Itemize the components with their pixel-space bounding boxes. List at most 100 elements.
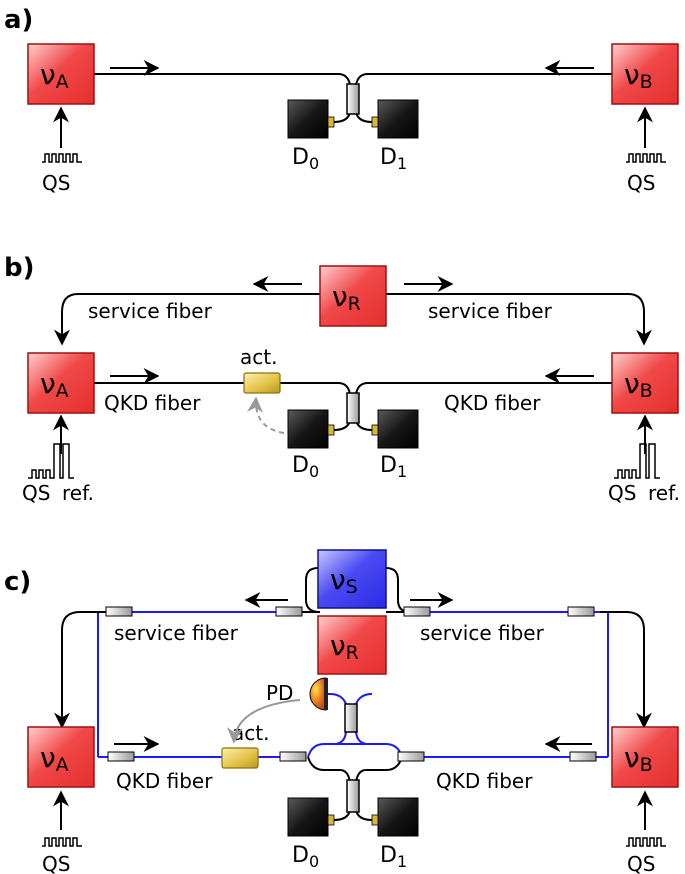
qkd-fiber-b-right-label: QKD fiber <box>444 391 541 415</box>
photodiode-base <box>324 678 328 710</box>
detector-c-d0-label: D0 <box>292 843 319 871</box>
connector-c-7 <box>397 751 425 762</box>
feedback-arrow-c <box>226 699 301 744</box>
laser-b-alice-label: νA <box>40 367 69 402</box>
blue-fiber-c-pd <box>326 693 347 705</box>
qs-b-left: QS <box>22 481 50 505</box>
coupler-c-pd <box>344 703 358 733</box>
coupler-b <box>346 392 360 424</box>
laser-c-reference <box>317 615 387 675</box>
ref-b-left: ref. <box>62 481 94 505</box>
coupler-c-detectors <box>346 779 360 813</box>
detector-a-d0-window <box>327 116 335 128</box>
qs-c-right: QS <box>627 852 655 874</box>
laser-b-reference-label: νR <box>332 280 361 315</box>
blue-fiber-c-interferometer <box>307 743 403 758</box>
service-fiber-c-right <box>600 611 652 729</box>
actuator-b-label: act. <box>240 345 277 369</box>
panel-a: a) νA νB D0 D1 QS QS <box>4 5 679 195</box>
laser-c-stabilization-label: νS <box>330 563 358 598</box>
detector-c-d0-window <box>327 814 335 826</box>
qkd-fiber-b-left-label: QKD fiber <box>104 391 201 415</box>
detector-c-d0 <box>287 797 329 837</box>
laser-a-bob <box>611 43 679 105</box>
panel-b: b) service fiber service fiber νR QKD fi… <box>4 253 680 505</box>
fiber-c-to-coupler-left <box>307 756 351 783</box>
service-fiber-b-right-label: service fiber <box>428 299 553 323</box>
connector-c-1 <box>105 606 133 617</box>
detector-c-d1-window <box>371 814 379 826</box>
qkd-fiber-b-right <box>355 382 612 395</box>
connector-c-2 <box>275 606 303 617</box>
laser-b-bob <box>611 352 679 414</box>
qkd-fiber-c-right-label: QKD fiber <box>436 769 533 793</box>
pulse-train-b-left-icon <box>28 443 74 479</box>
detector-b-d1-window <box>371 424 379 436</box>
qs-c-left: QS <box>42 852 70 874</box>
qs-a-right: QS <box>627 171 655 195</box>
actuator-c <box>221 747 259 769</box>
laser-c-reference-label: νR <box>330 629 359 664</box>
laser-a-alice <box>27 43 95 105</box>
detector-c-d1 <box>377 797 419 837</box>
detector-a-d0-label: D0 <box>292 145 319 173</box>
laser-c-alice-label: νA <box>40 741 69 776</box>
laser-c-bob-label: νB <box>624 741 653 776</box>
fiber-a-left <box>94 73 351 86</box>
fiber-a-right <box>355 73 612 86</box>
coupler-a <box>346 83 360 115</box>
laser-c-alice <box>27 726 95 788</box>
panel-a-label: a) <box>4 5 33 35</box>
ref-b-right: ref. <box>648 481 680 505</box>
service-fiber-c-right-label: service fiber <box>420 621 545 645</box>
connector-c-8 <box>569 751 597 762</box>
pulse-train-b-right-icon <box>614 443 660 479</box>
pulse-train-a-left-icon <box>42 153 82 163</box>
qkd-fiber-b-left-b <box>280 382 351 395</box>
laser-a-alice-label: νA <box>40 58 69 93</box>
blue-fiber-c-pd-end <box>355 693 373 705</box>
actuator-b <box>243 372 281 394</box>
panel-c: c) <box>4 549 679 874</box>
laser-c-stabilization <box>317 549 387 609</box>
detector-b-d0-window <box>327 424 335 436</box>
service-fiber-c-left-label: service fiber <box>114 621 239 645</box>
fiber-c-to-coupler-right <box>355 756 403 783</box>
detector-c-d1-label: D1 <box>380 843 407 871</box>
service-fiber-b-right <box>386 293 652 346</box>
detector-a-d1-label: D1 <box>380 145 407 173</box>
connector-c-4 <box>567 606 595 617</box>
laser-a-bob-label: νB <box>624 58 653 93</box>
detector-b-d0-label: D0 <box>292 453 319 481</box>
qs-b-right: QS <box>608 481 636 505</box>
detector-b-d0 <box>287 409 329 449</box>
detector-a-d0 <box>287 99 329 139</box>
fiber-c-s-right <box>385 567 411 613</box>
pulse-train-c-right-icon <box>626 837 666 847</box>
pulse-train-c-left-icon <box>42 837 82 847</box>
detector-a-d1 <box>377 99 419 139</box>
detector-b-d1 <box>377 409 419 449</box>
photodiode-icon <box>309 677 327 711</box>
detector-b-d1-label: D1 <box>380 453 407 481</box>
laser-c-bob <box>611 726 679 788</box>
connector-c-6 <box>279 751 307 762</box>
service-fiber-c-left <box>54 611 106 729</box>
panel-b-label: b) <box>4 253 35 283</box>
qs-a-left: QS <box>42 171 70 195</box>
service-fiber-b-left-label: service fiber <box>88 299 213 323</box>
service-fiber-b-left <box>54 293 320 346</box>
pulse-train-a-right-icon <box>626 153 666 163</box>
laser-b-alice <box>27 352 95 414</box>
laser-b-reference <box>319 265 387 327</box>
detector-a-d1-window <box>371 116 379 128</box>
panel-c-label: c) <box>4 567 31 597</box>
connector-c-3 <box>403 606 431 617</box>
fiber-c-s-left <box>305 567 321 613</box>
actuator-c-label: act. <box>232 721 269 745</box>
laser-b-bob-label: νB <box>624 367 653 402</box>
qkd-fiber-c-left-label: QKD fiber <box>116 769 213 793</box>
connector-c-5 <box>107 751 135 762</box>
feedback-arrow-b <box>247 396 285 434</box>
